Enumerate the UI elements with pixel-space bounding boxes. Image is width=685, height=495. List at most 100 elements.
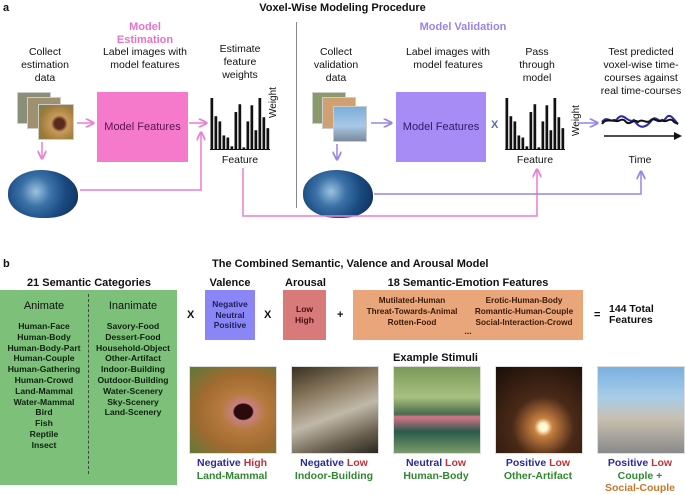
step-test-predicted: Test predicted voxel-wise time-courses a… <box>600 46 682 97</box>
category-item: Other-Artifact <box>105 353 161 364</box>
category-item: Sky-Scenery <box>107 396 159 407</box>
category-item: Fish <box>35 418 53 429</box>
weight-bar <box>505 98 509 150</box>
feature-axis-label-estimation: Feature <box>221 154 259 166</box>
weight-bar <box>553 98 557 150</box>
predicted-time-course <box>601 114 679 128</box>
weight-bar <box>557 117 561 150</box>
weight-bar <box>222 135 226 150</box>
category-item: Household-Object <box>95 342 170 353</box>
caption-arousal: Low <box>651 457 673 469</box>
weight-bar <box>513 121 517 150</box>
category-item: Water-Mammal <box>13 396 75 407</box>
stimulus-building-image <box>291 366 379 454</box>
emotion-features-box: Mutilated-Human Threat-Towards-Animal Ro… <box>353 290 583 340</box>
stimulus-caption-5: Positive Low Couple + Social-Couple <box>587 457 685 495</box>
time-axis-label: Time <box>628 154 652 166</box>
weight-bar <box>214 116 218 150</box>
weight-bar <box>250 105 254 150</box>
weight-bar <box>230 146 234 150</box>
weight-bar-chart-estimation <box>210 98 270 150</box>
category-item: Human-Body <box>17 331 71 342</box>
brain-validation <box>303 170 373 218</box>
caption-valence: Neutral <box>405 457 443 469</box>
arousal-item: High <box>295 315 314 325</box>
weight-bar <box>549 130 553 150</box>
emotion-feature: Romantic-Human-Couple <box>474 306 574 316</box>
category-item: Land-Scenery <box>104 407 162 418</box>
multiply-operator-1: X <box>187 309 195 321</box>
weight-bar <box>238 104 242 150</box>
weight-bar <box>218 121 222 150</box>
valence-item: Positive <box>213 320 247 331</box>
weight-bar <box>533 104 537 150</box>
caption-category: Indoor-Building <box>294 469 374 482</box>
weight-bar <box>517 135 521 150</box>
weight-bar <box>521 137 525 150</box>
emotion-feature: Rotten-Food <box>387 317 437 327</box>
category-item: Human-Face <box>18 321 70 331</box>
plus-operator: + <box>337 309 344 321</box>
valence-item: Negative <box>212 298 248 309</box>
category-item: Human-Couple <box>13 353 75 364</box>
emotion-features-title: 18 Semantic-Emotion Features <box>387 277 549 289</box>
category-item: Dessert-Food <box>105 331 161 342</box>
valence-box: Negative Neutral Positive <box>205 290 255 340</box>
multiply-symbol-validation: X <box>491 119 499 131</box>
feature-axis-label-validation: Feature <box>516 154 554 166</box>
category-item: Land-Mammal <box>15 385 73 396</box>
category-item: Human-Body-Part <box>7 342 81 353</box>
caption-arousal: High <box>243 457 268 469</box>
panel-b-title: The Combined Semantic, Valence and Arous… <box>212 258 489 270</box>
step-estimate-weights: Estimate feature weights <box>219 43 261 81</box>
model-features-box-validation: Model Features <box>396 92 486 162</box>
caption-extra-category: Social-Couple <box>604 482 675 494</box>
inanimate-header: Inanimate <box>108 300 158 312</box>
emotion-feature: Mutilated-Human <box>378 296 446 305</box>
category-item: Insect <box>31 439 57 450</box>
emotion-left-list: Mutilated-Human Threat-Towards-Animal Ro… <box>357 296 467 328</box>
weight-bar <box>258 98 262 150</box>
caption-category: Couple + <box>617 469 663 482</box>
category-item: Savory-Food <box>106 321 160 331</box>
category-item: Outdoor-Building <box>97 374 169 385</box>
real-time-course <box>601 118 679 125</box>
weight-bar <box>234 112 238 150</box>
step-pass-through-model: Pass through model <box>519 46 555 84</box>
caption-category: Other-Artifact <box>503 469 573 482</box>
stimulus-father-child-image <box>597 366 685 454</box>
step-collect-estimation: Collect estimation data <box>21 46 69 84</box>
time-axis-arrowhead <box>674 132 682 140</box>
weight-bar <box>242 147 246 150</box>
weight-bar <box>545 105 549 150</box>
emotion-ellipsis: ... <box>464 326 472 336</box>
validation-thumbnail <box>333 106 367 142</box>
arrow-brain-to-time <box>374 172 641 195</box>
stimulus-lion-image <box>189 366 277 454</box>
model-estimation-label: Model Estimation <box>116 21 174 46</box>
caption-arousal: Low <box>445 457 467 469</box>
emotion-feature: Threat-Towards-Animal <box>366 306 458 316</box>
step-label-images-estimation: Label images with model features <box>102 46 188 71</box>
category-item: Indoor-Building <box>101 364 165 375</box>
time-course-plot <box>601 114 682 140</box>
flow-arrows <box>0 0 685 217</box>
arousal-box: Low High <box>283 290 326 340</box>
stimulus-caption-1: Negative High Land-Mammal <box>179 457 285 482</box>
weight-bar <box>529 112 533 150</box>
caption-valence: Negative <box>196 457 241 469</box>
stimulus-woman-bench-image <box>393 366 481 454</box>
category-item: Reptile <box>29 428 59 439</box>
weight-bar <box>509 116 513 150</box>
stimulus-candle-image <box>495 366 583 454</box>
arousal-title: Arousal <box>285 277 326 289</box>
arrow-weights-to-validation <box>242 168 537 217</box>
caption-valence: Positive <box>505 457 547 469</box>
panel-a-label: a <box>3 2 10 14</box>
model-validation-label: Model Validation <box>419 21 507 33</box>
weight-bar <box>254 130 258 150</box>
weight-bar <box>246 121 250 150</box>
stimulus-caption-3: Neutral Low Human-Body <box>383 457 489 482</box>
